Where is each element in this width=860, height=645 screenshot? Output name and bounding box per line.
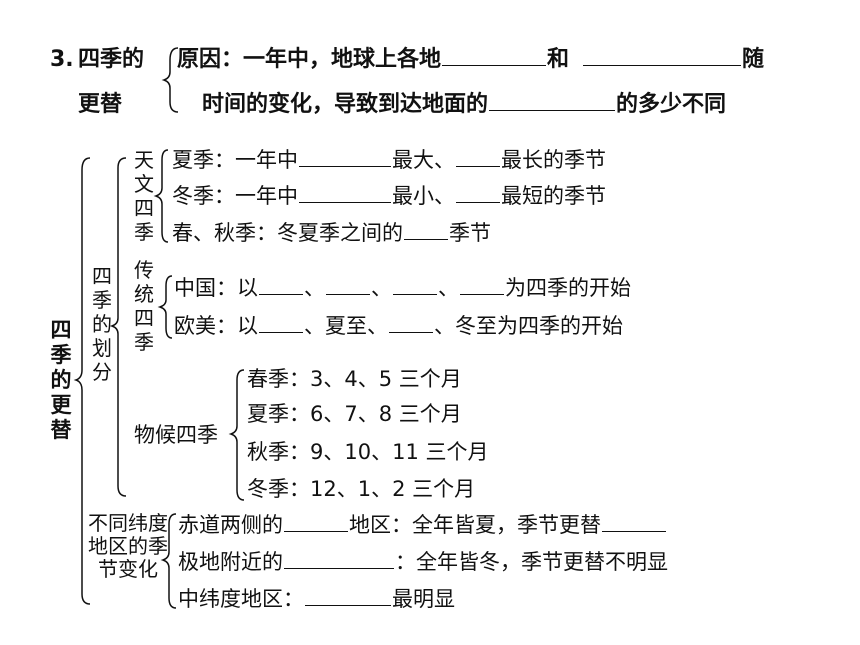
latitude-mid: 中纬度地区： 最明显 [178,586,455,612]
cause-line1: 原因：一年中，地球上各地 和 随 [177,47,764,73]
astro-winter-b: 最小、 [392,184,455,208]
traditional-china: 中国：以 、 、 、 为四季的开始 [174,275,631,301]
phenology-label: 物候四季 [134,423,218,447]
blank[interactable] [284,513,348,532]
root-label: 四季的更替 [50,318,72,442]
astro-spring-b: 季节 [449,221,491,245]
mid-a: 中纬度地区： [178,587,304,611]
china-sep: 、 [304,276,325,300]
blank[interactable] [326,276,370,295]
latitude-polar: 极地附近的 ：全年皆冬，季节更替不明显 [178,549,668,575]
cause-text-b: 时间的变化，导致到达地面的 [202,92,489,117]
section-title-line2: 更替 [78,92,123,117]
cause-and: 和 [547,47,570,72]
blank[interactable] [299,148,391,167]
blank[interactable] [489,92,616,111]
astro-spring-autumn: 春、秋季：冬夏季之间的 季节 [172,220,491,246]
root-brace [73,157,91,605]
blank[interactable] [393,276,437,295]
section-brace [161,47,179,113]
polar-a: 极地附近的 [178,550,283,574]
euro-a: 欧美：以 [174,314,258,338]
phenology-summer: 夏季：6、7、8 三个月 [247,402,462,426]
china-a: 中国：以 [174,276,258,300]
china-b: 为四季的开始 [505,276,631,300]
blank[interactable] [299,184,391,203]
cause-sui: 随 [742,47,765,72]
phenology-autumn: 秋季：9、10、11 三个月 [247,440,489,464]
cause-text-c: 的多少不同 [616,92,727,117]
astro-brace [153,149,169,243]
blank[interactable] [305,587,391,606]
china-sep: 、 [371,276,392,300]
blank[interactable] [456,148,500,167]
astro-label: 天文四季 [134,148,154,244]
equator-a: 赤道两侧的 [178,513,283,537]
section-title-line1: 四季的 [78,47,145,72]
latitude-label: 不同纬度地区的季节变化 [88,511,168,581]
division-label: 四季的划分 [92,264,112,384]
euro-b: 、夏至、 [304,314,388,338]
blank[interactable] [389,314,433,333]
china-sep: 、 [438,276,459,300]
phenology-winter: 冬季：12、1、2 三个月 [247,477,476,501]
phenology-brace [228,369,245,501]
latitude-brace [160,513,177,609]
cause-line2: 时间的变化，导致到达地面的 的多少不同 [202,92,726,118]
blank[interactable] [583,47,742,66]
astro-spring-a: 春、秋季：冬夏季之间的 [172,221,403,245]
phenology-spring: 春季：3、4、5 三个月 [247,367,462,391]
blank[interactable] [442,47,547,66]
blank[interactable] [284,550,394,569]
blank[interactable] [259,314,303,333]
astro-winter-a: 冬季：一年中 [172,184,298,208]
euro-c: 、冬至为四季的开始 [434,314,623,338]
blank[interactable] [456,184,500,203]
astro-summer: 夏季：一年中 最大、 最长的季节 [172,147,606,173]
traditional-label: 传统四季 [134,258,154,354]
astro-summer-b: 最大、 [392,148,455,172]
blank[interactable] [404,221,448,240]
astro-winter-c: 最短的季节 [501,184,606,208]
section-number: 3. [50,47,74,72]
astro-summer-c: 最长的季节 [501,148,606,172]
blank[interactable] [460,276,504,295]
blank[interactable] [602,513,666,532]
traditional-brace [157,275,173,339]
astro-winter: 冬季：一年中 最小、 最短的季节 [172,183,606,209]
cause-text-a: 原因：一年中，地球上各地 [177,47,442,72]
division-brace [109,157,127,497]
mid-b: 最明显 [392,587,455,611]
latitude-equator: 赤道两侧的 地区：全年皆夏，季节更替 [178,512,667,538]
equator-b: 地区：全年皆夏，季节更替 [349,513,601,537]
traditional-europe: 欧美：以 、夏至、 、冬至为四季的开始 [174,313,623,339]
polar-b: ：全年皆冬，季节更替不明显 [395,550,668,574]
astro-summer-a: 夏季：一年中 [172,148,298,172]
blank[interactable] [259,276,303,295]
